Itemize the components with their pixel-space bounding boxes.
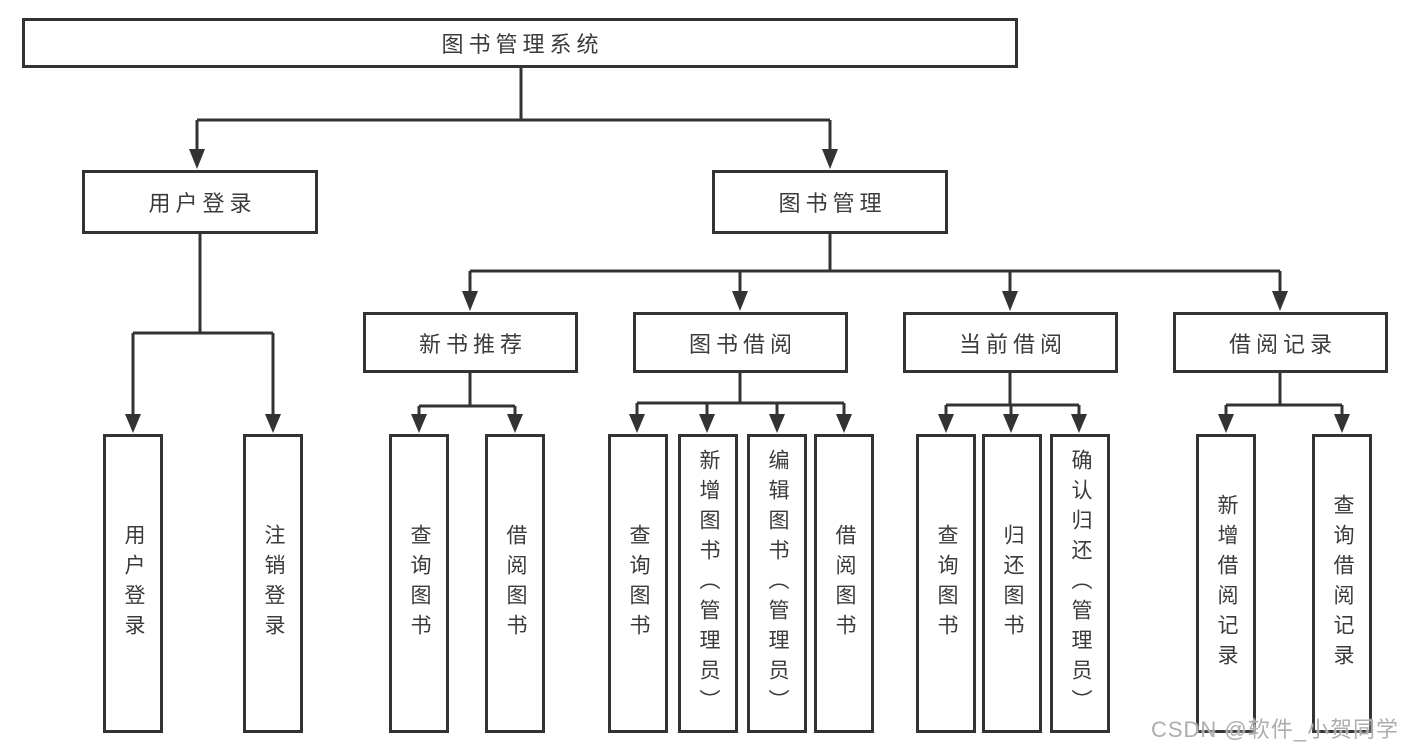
node-current-query-books: 查询图书	[916, 434, 976, 733]
node-leaf-user-login: 用户登录	[103, 434, 163, 733]
node-newrec-borrow-books: 借阅图书	[485, 434, 545, 733]
node-borrow-query-books: 查询图书	[608, 434, 668, 733]
node-user-login: 用户登录	[82, 170, 318, 234]
node-leaf-logout: 注销登录	[243, 434, 303, 733]
node-current-confirm-return-admin: 确认归还（管理员）	[1050, 434, 1110, 733]
node-root: 图书管理系统	[22, 18, 1018, 68]
node-borrow-borrow-books: 借阅图书	[814, 434, 874, 733]
connector-new-book-recommend-children	[411, 372, 523, 433]
connector-book-borrowing-children	[629, 372, 852, 433]
node-book-management: 图书管理	[712, 170, 948, 234]
node-records-add-record: 新增借阅记录	[1196, 434, 1256, 733]
node-book-borrowing: 图书借阅	[633, 312, 848, 373]
connector-user-login-children	[125, 233, 281, 433]
node-borrowing-records: 借阅记录	[1173, 312, 1388, 373]
node-newrec-query-books: 查询图书	[389, 434, 449, 733]
node-current-borrowing: 当前借阅	[903, 312, 1118, 373]
node-borrow-add-books-admin: 新增图书（管理员）	[678, 434, 738, 733]
node-new-book-recommend: 新书推荐	[363, 312, 578, 373]
csdn-watermark: CSDN @软件_小贺同学	[1150, 717, 1399, 742]
connector-book-management-children	[462, 233, 1288, 311]
node-current-return-books: 归还图书	[982, 434, 1042, 733]
connector-borrowing-records-children	[1218, 372, 1350, 433]
connector-root-to-level2	[189, 68, 838, 169]
node-records-query-record: 查询借阅记录	[1312, 434, 1372, 733]
node-borrow-edit-books-admin: 编辑图书（管理员）	[747, 434, 807, 733]
connector-current-borrowing-children	[938, 372, 1087, 433]
